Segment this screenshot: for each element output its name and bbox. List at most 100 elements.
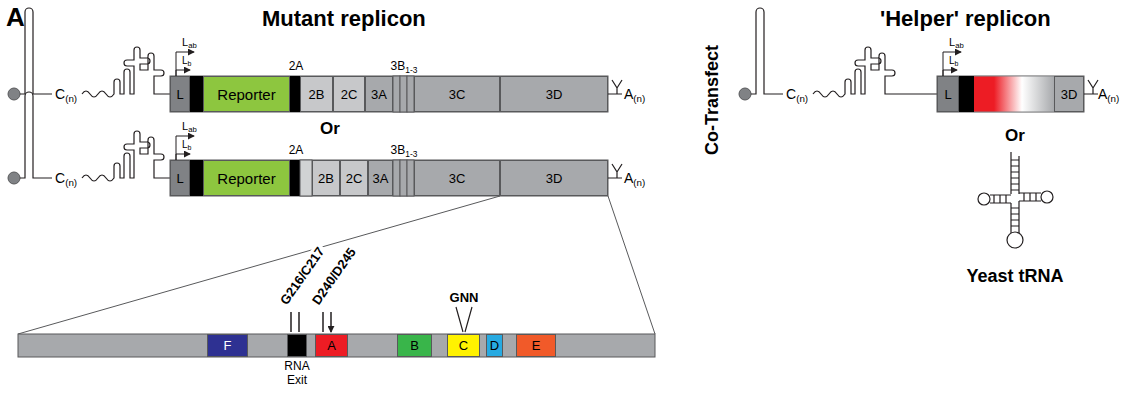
label-subscript: (n) [796, 93, 808, 104]
motif-box: D [486, 334, 503, 357]
figure-label: Yeast tRNA [966, 266, 1063, 287]
label-main: L [949, 36, 955, 48]
segment-label: 3A [371, 88, 387, 101]
tract-label: A(n) [624, 170, 645, 188]
label-main: L [182, 55, 188, 66]
segment-label: 3D [546, 172, 563, 185]
polymerase-segment: 3D [500, 76, 608, 112]
protein-segment: 2C [333, 76, 365, 112]
label-subscript: b [955, 60, 959, 67]
protein-segment: 3A [368, 160, 393, 196]
vpg-box [400, 76, 407, 112]
label-subscript: (n) [65, 177, 77, 188]
or-label: Or [1005, 126, 1025, 146]
label-subscript: b [188, 144, 192, 151]
segment-label: D [490, 339, 499, 352]
segment-label: 2C [341, 88, 358, 101]
linker-box [290, 76, 300, 112]
label-main: C [786, 86, 796, 102]
protein-label: 3B1-3 [391, 143, 418, 158]
three-prime-utr [608, 80, 622, 94]
reporter-gene: Reporter [203, 160, 290, 196]
tract-label: A(n) [624, 86, 645, 104]
t-arm [1019, 193, 1041, 201]
polyprotein-bar [937, 76, 1084, 112]
label-main: A [624, 86, 633, 102]
motif-box: F [207, 334, 248, 357]
label-subscript: (n) [1107, 93, 1119, 104]
label-subscript: 1-3 [405, 149, 417, 159]
segment-label: 3C [449, 172, 466, 185]
vpg-box [393, 76, 400, 112]
d-arm [990, 195, 1011, 203]
three-prime-utr [608, 164, 622, 178]
segment-label: C [459, 339, 468, 352]
vpg-box [407, 160, 414, 196]
linker-box [190, 160, 203, 196]
polymerase-segment: 3D [1054, 76, 1084, 112]
segment-label: E [532, 339, 541, 352]
segment-label: Reporter [217, 171, 275, 186]
label-subscript: (n) [65, 93, 77, 104]
promoter-label: Lab [182, 120, 197, 134]
motif-box: E [516, 334, 556, 357]
zoom-line [18, 196, 655, 334]
five-prime-utr [8, 8, 170, 100]
protein-segment: 2B [312, 160, 340, 196]
mutation-pointer [456, 307, 472, 332]
mutation-label: GNN [450, 290, 479, 305]
vpg-box [400, 160, 407, 196]
tract-label: C(n) [786, 86, 808, 104]
polymerase-segment: 3D [500, 160, 608, 196]
label-main: 3B [391, 143, 406, 157]
leader-protein: L [170, 76, 190, 112]
panel-title: Mutant replicon [262, 6, 426, 31]
vpg-box [407, 76, 414, 112]
promoter-label: Lab [949, 36, 964, 50]
label-main: A [624, 170, 633, 186]
leader-protein: L [937, 76, 959, 112]
panel-letter: A [6, 2, 25, 32]
segment-label: L [176, 172, 183, 185]
trna-symbol [978, 152, 1053, 248]
anticodon-loop [1007, 232, 1023, 248]
polymerase-bar [18, 334, 655, 357]
segment-label: Reporter [217, 87, 275, 102]
protein-segment: 2B [300, 76, 333, 112]
promoter-label: Lb [182, 139, 191, 152]
segment-label: 2B [318, 172, 334, 185]
label-subscript: (n) [633, 93, 645, 104]
tract-label: C(n) [55, 170, 77, 188]
tract-label: A(n) [1098, 86, 1119, 104]
promoter-arrows [943, 52, 961, 76]
t-loop [1041, 191, 1053, 203]
protein-segment: 3C [414, 76, 500, 112]
anticodon-stem [1011, 201, 1019, 233]
tract-label: C(n) [55, 86, 77, 104]
mutation-arrow [291, 312, 331, 332]
label-main: L [182, 120, 188, 132]
linker-box [959, 76, 974, 112]
label-main: C [55, 170, 65, 186]
label-main: L [182, 36, 188, 48]
five-prime-utr [739, 8, 901, 100]
segment-label: A [327, 339, 336, 352]
label-subscript: (n) [633, 177, 645, 188]
segment-label: 3C [449, 88, 466, 101]
label-main: L [949, 55, 955, 66]
promoter-label: Lab [182, 36, 197, 50]
reporter-gene: Reporter [203, 76, 290, 112]
label-subscript: ab [188, 41, 197, 50]
channel-caption: RNA Exit [277, 359, 317, 387]
motif-box: B [397, 334, 432, 357]
segment-label: 3D [546, 88, 563, 101]
step-label: Co-Transfect [702, 45, 723, 155]
acceptor-stem [1011, 152, 1019, 194]
protein-segment: 3C [414, 160, 500, 196]
promoter-label: Lb [182, 55, 191, 68]
motif-box: A [315, 334, 348, 357]
gradient-region [974, 77, 1054, 112]
protein-segment: 3A [365, 76, 393, 112]
label-main: C [55, 86, 65, 102]
